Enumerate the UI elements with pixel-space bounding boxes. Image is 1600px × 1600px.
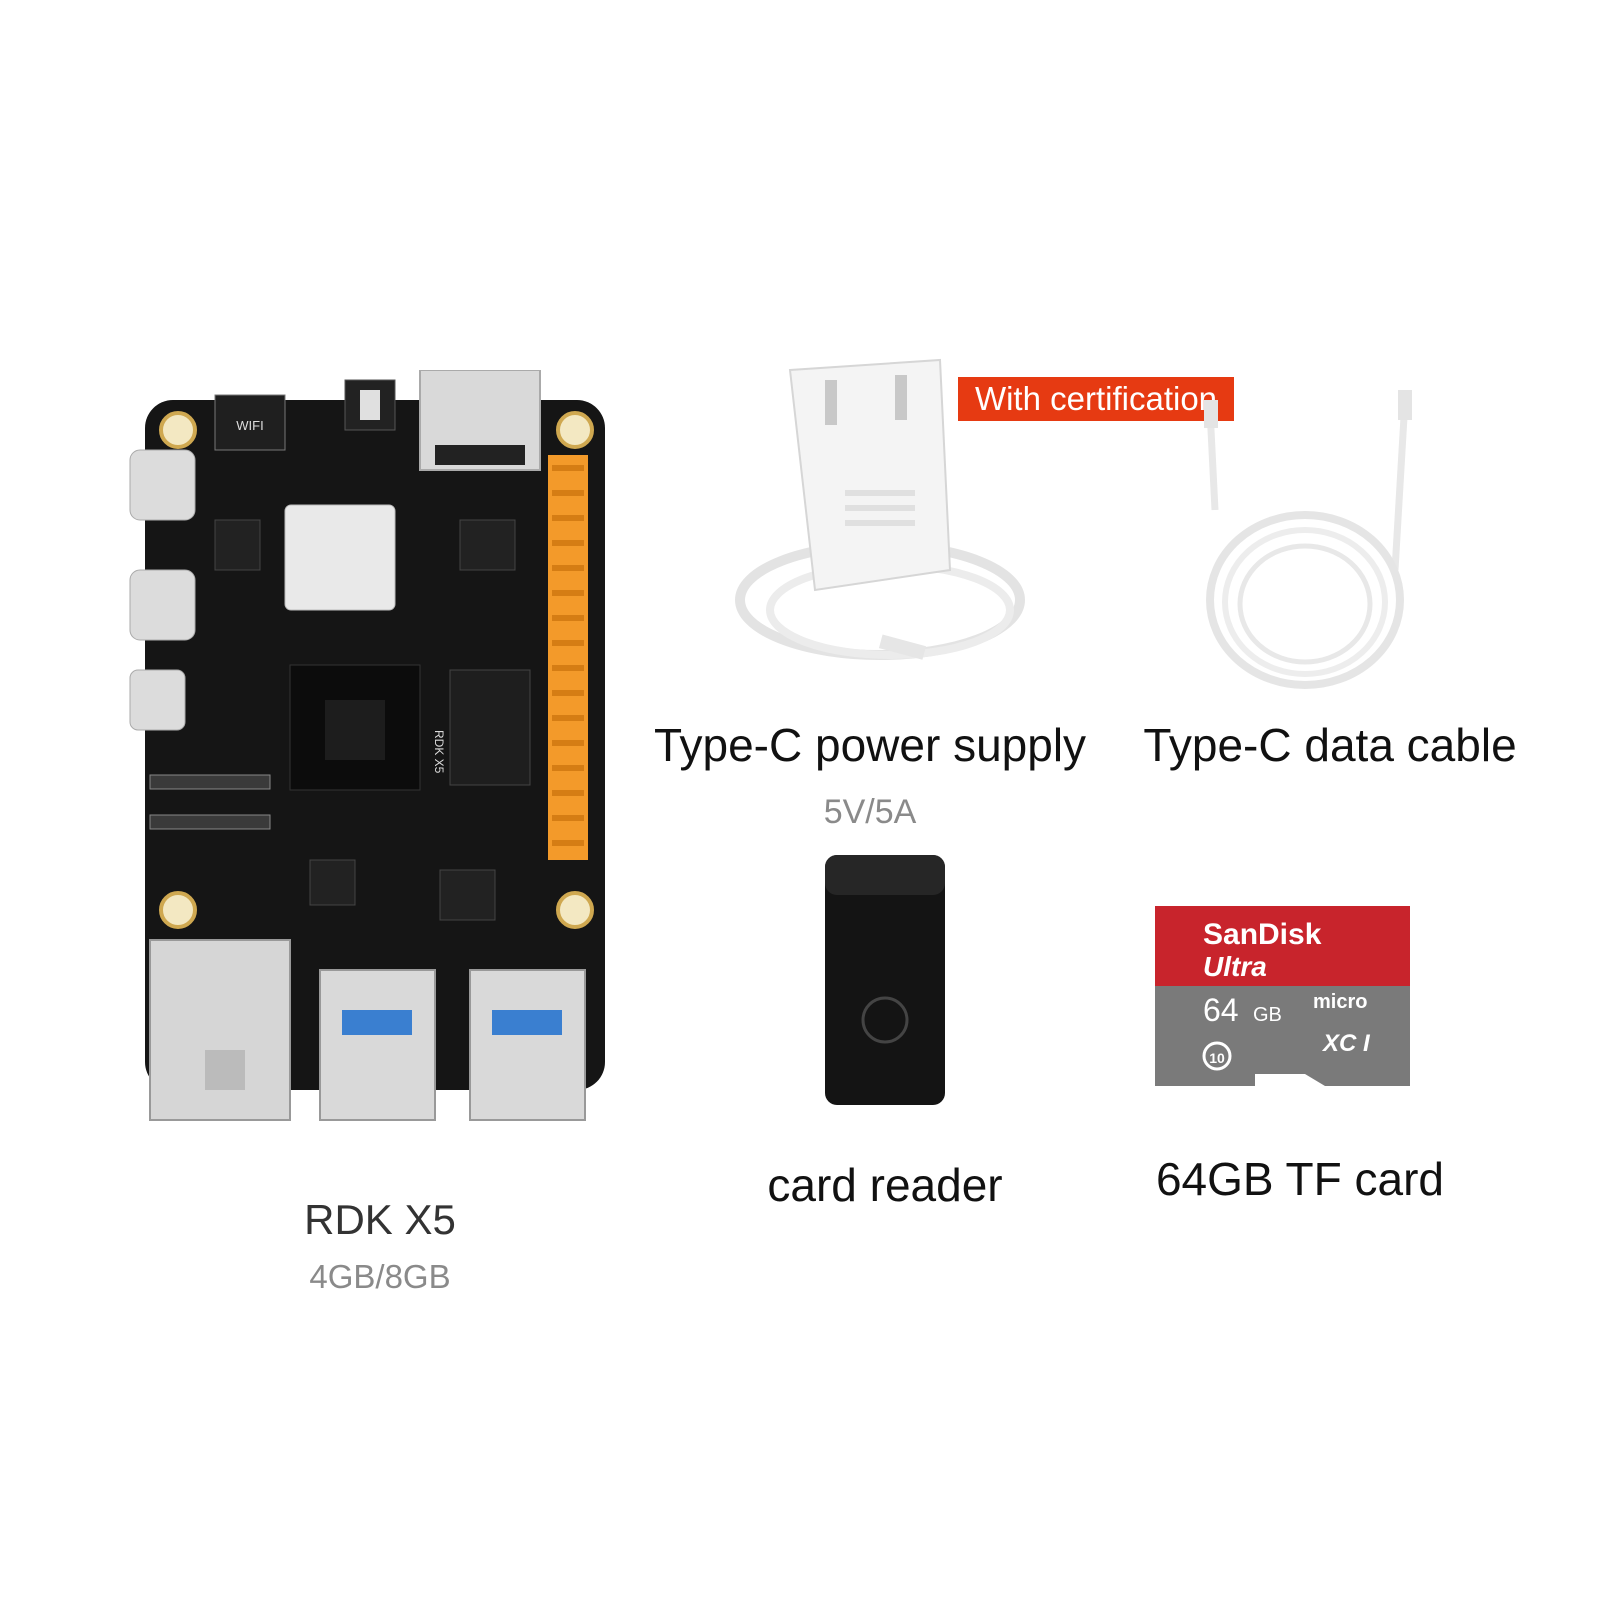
tf-card-label: 64GB TF card [1155, 1153, 1445, 1205]
power-supply-label: Type-C power supply [653, 719, 1087, 771]
tf-card-class: 10 [1209, 1050, 1225, 1066]
tf-card-capacity-unit: GB [1253, 1004, 1282, 1026]
tf-card-micro: micro [1313, 991, 1367, 1013]
board-variant: 4GB/8GB [309, 1258, 451, 1295]
power-supply-image [735, 358, 1025, 660]
data-cable-label: Type-C data cable [1143, 719, 1517, 771]
data-cable-image [1204, 390, 1412, 689]
tf-card-capacity: 64 [1203, 992, 1239, 1028]
card-reader-label: card reader [767, 1159, 1003, 1211]
board-model-silk: RDK X5 [432, 730, 446, 774]
certification-badge: With certification [958, 377, 1234, 421]
tf-card-line: Ultra [1203, 951, 1267, 982]
tf-card-brand: SanDisk [1203, 918, 1322, 951]
tf-card-image: SanDisk Ultra 64 GB micro 10 XC I [1155, 906, 1410, 1086]
rdk-x5-board: WIFI RDK X5 [129, 370, 605, 1121]
tf-card-format: XC I [1321, 1030, 1371, 1057]
board-title: RDK X5 [304, 1196, 456, 1243]
board-wifi-silk: WIFI [236, 418, 263, 433]
power-supply-rating: 5V/5A [823, 793, 917, 831]
card-reader-image [825, 855, 945, 1105]
